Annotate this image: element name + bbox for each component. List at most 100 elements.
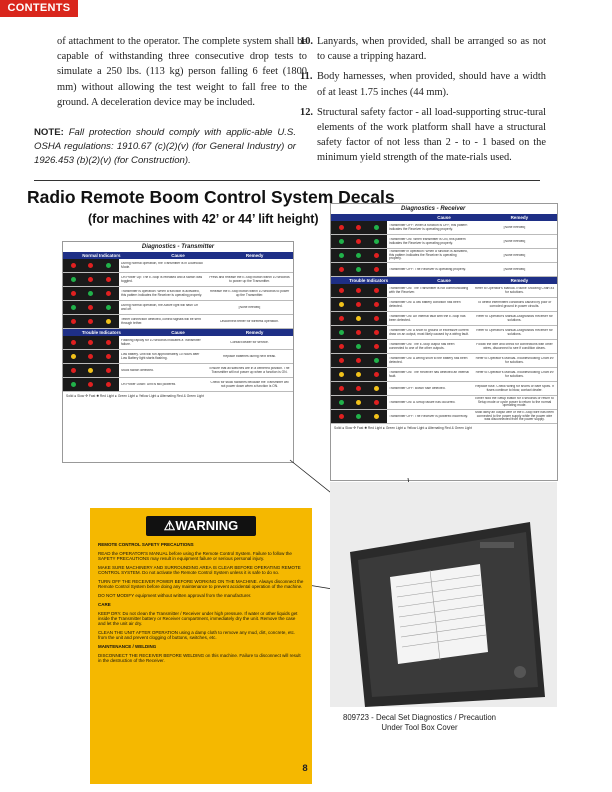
indicator-lights <box>331 298 387 311</box>
indicator-light-icon <box>88 263 94 268</box>
list-item-number: 10. <box>300 36 313 47</box>
indicator-light-icon <box>105 354 111 359</box>
cause-cell: Transmitter ON: A wiring short to the ba… <box>389 356 468 364</box>
indicator-light-icon <box>71 340 77 345</box>
table-row: Transmitter ON: The E-Stop output has be… <box>331 340 557 354</box>
indicator-light-icon <box>373 386 379 391</box>
indicator-light-icon <box>88 368 94 373</box>
indicator-light-icon <box>373 372 379 377</box>
indicator-light-icon <box>373 302 379 307</box>
right-column-list: 10.Lanyards, when provided, shall be arr… <box>300 34 546 171</box>
transmitter-legend: Solid ● Slow ✣ Fast ✹ Red Light ● Green … <box>66 394 204 398</box>
indicator-light-icon <box>88 354 94 359</box>
indicator-light-icon <box>105 382 111 387</box>
cause-cell: Transmitter ON: The E-Stop output has be… <box>389 342 455 350</box>
table-row: Transmitter ON: An internal fault with t… <box>331 312 557 326</box>
indicator-lights <box>63 287 119 300</box>
indicator-lights <box>63 350 119 363</box>
cause-cell: Transmitter ON: The Receiver has detecte… <box>389 370 469 378</box>
receiver-trouble-rows: Transmitter ON: The Transmitter is not c… <box>331 284 557 424</box>
table-row: Transmitter is operation: When a functio… <box>63 287 293 301</box>
caption-line-2: Under Tool Box Cover <box>381 723 458 732</box>
indicator-light-icon <box>339 225 345 230</box>
cause-cell: Transmitter OFF: When a function is OFF,… <box>389 223 468 231</box>
indicator-lights <box>331 354 387 367</box>
remedy-cell: Release the E-Stop button within 10 seco… <box>209 289 290 297</box>
maintenance-heading: MAINTENANCE / WELDING <box>98 644 157 650</box>
indicator-light-icon <box>356 225 362 230</box>
remedy-cell: Check for stuck switches because the Tra… <box>210 380 289 388</box>
cause-cell: Tether connection detected, control sign… <box>121 317 201 325</box>
indicator-lights <box>331 249 387 262</box>
transmitter-normal-header: Normal Indicators Cause Remedy <box>63 252 293 259</box>
normal-indicators-label: Normal Indicators <box>82 253 121 258</box>
indicator-light-icon <box>339 358 345 363</box>
trouble-indicators-label: Trouble Indicators <box>349 278 389 283</box>
indicator-lights <box>331 396 387 409</box>
indicator-lights <box>331 312 387 325</box>
indicator-light-icon <box>71 354 77 359</box>
warning-heading: REMOTE CONTROL SAFETY PRECAUTIONS <box>98 542 194 547</box>
table-row: Transmitter ON: When transmitter is ON, … <box>331 235 557 249</box>
indicator-light-icon <box>71 263 77 268</box>
cause-cell: Transmitter is operation: When a functio… <box>121 289 203 297</box>
indicator-light-icon <box>339 386 345 391</box>
indicator-light-icon <box>339 302 345 307</box>
remedy-header: Remedy <box>510 278 529 283</box>
indicator-lights <box>331 382 387 395</box>
remedy-cell: Refer to Operator's Manual-Diagnostics R… <box>476 328 553 336</box>
remedy-cell: Follow the wire and check for connection… <box>476 342 553 350</box>
toolbox-cover-photo <box>330 482 557 707</box>
indicator-light-icon <box>71 319 77 324</box>
indicator-light-icon <box>339 372 345 377</box>
remedy-cell: Press and release the E-Stop button with… <box>209 275 290 283</box>
remedy-cell: [None needed] <box>503 253 526 257</box>
indicator-light-icon <box>339 267 345 272</box>
contents-button[interactable]: CONTENTS <box>0 0 78 17</box>
cause-cell: Transmitter in operation: When a functio… <box>389 249 468 261</box>
receiver-decal: Diagnostics - Receiver Cause Remedy Tran… <box>330 203 558 481</box>
table-row: Tether connection detected, control sign… <box>63 315 293 329</box>
care-heading: CARE <box>98 601 111 607</box>
indicator-light-icon <box>373 267 379 272</box>
section-title: Radio Remote Boom Control System Decals <box>27 187 395 207</box>
indicator-light-icon <box>71 291 77 296</box>
transmitter-decal: Diagnostics - Transmitter Normal Indicat… <box>62 241 294 463</box>
list-item-text: Body harnesses, when provided, should ha… <box>317 71 546 98</box>
remedy-header: Remedy <box>245 253 264 258</box>
indicator-light-icon <box>88 319 94 324</box>
receiver-decal-title: Diagnostics - Receiver <box>401 206 466 212</box>
left-paragraph: of attachment to the operator. The compl… <box>57 36 307 108</box>
table-row: Transmitter OFF: The Receiver is powered… <box>331 410 557 424</box>
indicator-light-icon <box>88 291 94 296</box>
care-paragraph: CLEAN THE UNIT AFTER OPERATION using a d… <box>98 630 296 641</box>
cause-cell: Transmitter OFF: The Receiver is powered… <box>389 414 468 418</box>
indicator-light-icon <box>339 288 345 293</box>
cause-cell: Low battery. Unit will run approximately… <box>121 352 200 360</box>
table-row: During normal operation, the Active ligh… <box>63 301 293 315</box>
remedy-cell: Replace fuse. Check wiring for shorts or… <box>475 384 554 392</box>
indicator-light-icon <box>105 368 111 373</box>
cause-cell: Transmitter OFF: Blown fuse detected. <box>389 386 446 390</box>
indicator-lights <box>63 301 119 314</box>
remedy-cell: [None needed] <box>503 239 526 243</box>
remedy-cell: Refer to Operator's Manual-Trouble Shoot… <box>474 286 555 294</box>
indicator-light-icon <box>373 330 379 335</box>
indicator-light-icon <box>71 382 77 387</box>
indicator-lights <box>331 221 387 234</box>
table-row: Transmitter OFF: When a function is OFF,… <box>331 221 557 235</box>
table-row: Transmitter ON: A wiring short to the ba… <box>331 354 557 368</box>
indicator-light-icon <box>356 372 362 377</box>
table-row: Transmitter ON: A Setup failure has occu… <box>331 396 557 410</box>
indicator-light-icon <box>71 277 77 282</box>
table-row: Transmitter ON: The Receiver has detecte… <box>331 368 557 382</box>
indicator-light-icon <box>88 305 94 310</box>
transmitter-trouble-rows: Flashing rapidly for 10 seconds indicate… <box>63 336 293 392</box>
indicator-light-icon <box>373 358 379 363</box>
indicator-light-icon <box>356 302 362 307</box>
indicator-lights <box>63 315 119 328</box>
table-row: Stuck switch detected.Ensure that all sw… <box>63 364 293 378</box>
page-number: 8 <box>302 763 308 774</box>
indicator-lights <box>63 378 119 391</box>
transmitter-trouble-header: Trouble Indicators Cause Remedy <box>63 329 293 336</box>
